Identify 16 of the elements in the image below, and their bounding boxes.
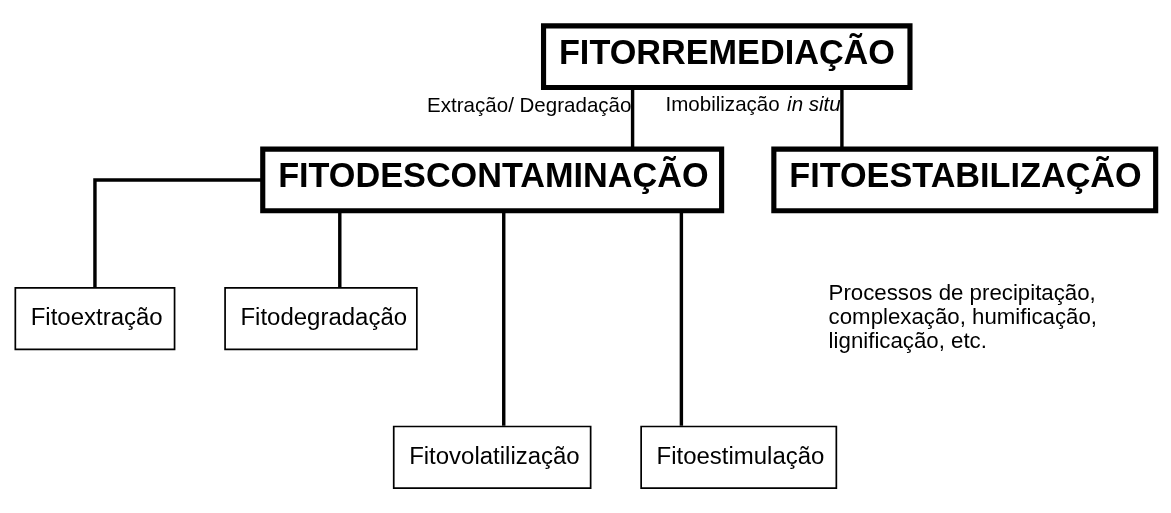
node-box: FITOESTABILIZAÇÃO [771,146,1159,213]
node-box: Fitoextração [14,286,176,350]
edge-label: Imobilização in situ [665,91,841,115]
node-box: FITODESCONTAMINAÇÃO [260,146,725,213]
node-label: Processos de precipitação, complexação, humificação, lignificação, etc. [828,279,1098,353]
connector [93,177,263,287]
connector [502,210,506,426]
node-box: Fitoestimulação [640,425,838,489]
node-box: Fitovolatilização [392,425,592,489]
connector [338,210,342,288]
connector [840,87,844,148]
edge-label: Extração/ Degradação [427,92,632,116]
connector [630,87,635,148]
connector [679,210,684,426]
node-box: FITORREMEDIAÇÃO [540,22,913,90]
node-box: Fitodegradação [224,286,418,350]
